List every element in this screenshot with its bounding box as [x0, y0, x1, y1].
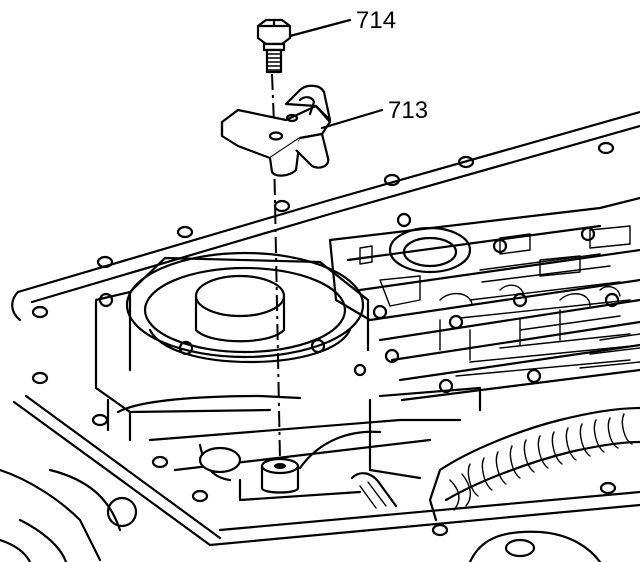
pan-trough — [116, 386, 482, 502]
callout-label-bolt: 714 — [356, 7, 396, 34]
case-flange — [11, 110, 640, 547]
wiring-harness — [350, 406, 640, 522]
bolt-714 — [256, 18, 292, 74]
valve-body — [328, 196, 640, 402]
bracket-mount-boss — [260, 457, 300, 494]
assembly-centerline — [271, 73, 281, 461]
servo-bore — [94, 251, 370, 442]
callout-label-bracket: 713 — [388, 97, 428, 124]
lower-case-casting — [0, 468, 602, 562]
callout-leaders — [288, 18, 384, 130]
bracket-713 — [220, 84, 332, 177]
